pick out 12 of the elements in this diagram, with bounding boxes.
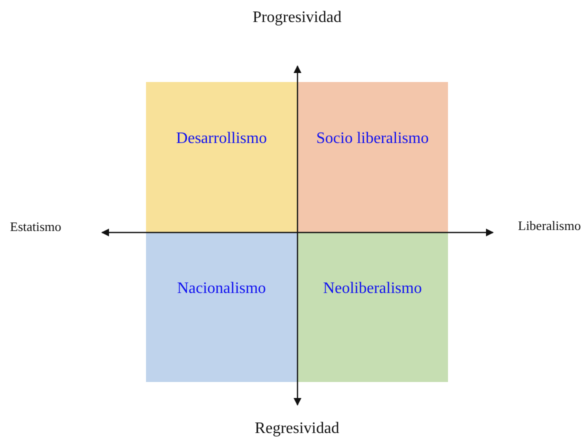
quadrant-box xyxy=(297,232,448,382)
quadrant-box xyxy=(297,82,448,232)
quadrant-label: Neoliberalismo xyxy=(322,280,423,298)
axis-label: Liberalismo xyxy=(518,218,581,234)
axis-label: Progresividad xyxy=(252,9,342,27)
quadrant-label: Desarrollismo xyxy=(175,130,268,148)
quadrant-label: Socio liberalismo xyxy=(315,130,430,148)
quadrant-box xyxy=(146,82,297,232)
axis-label: Estatismo xyxy=(10,219,62,235)
axis-label: Regresividad xyxy=(254,420,340,438)
quadrant-label: Nacionalismo xyxy=(176,280,267,298)
quadrant-box xyxy=(146,232,297,382)
